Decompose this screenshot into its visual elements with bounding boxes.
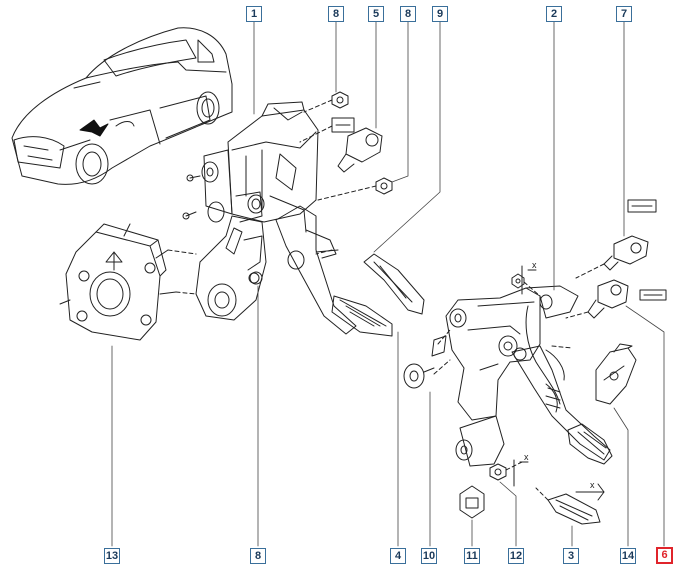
nut-12 xyxy=(489,463,507,481)
clutch-switch xyxy=(603,199,657,271)
callout-13: 13 xyxy=(104,548,120,564)
callout-1: 1 xyxy=(246,6,262,22)
clutch-pedal-bracket xyxy=(445,285,579,467)
vehicle-illustration xyxy=(11,27,233,185)
callout-14: 14 xyxy=(620,548,636,564)
callout-8-bottom: 8 xyxy=(250,548,266,564)
callout-6-highlighted[interactable]: 6 xyxy=(656,547,673,564)
callout-8-top: 8 xyxy=(328,6,344,22)
pivot-pin xyxy=(403,335,447,389)
nut-top xyxy=(331,91,349,109)
brake-pedal-arm xyxy=(275,205,357,335)
clutch-position-sensor xyxy=(595,343,637,405)
nut-lower xyxy=(249,271,263,285)
location-arrow-icon xyxy=(79,119,109,137)
dimension-marks xyxy=(513,265,605,501)
pedal-pad-rubber xyxy=(547,493,601,525)
dimension-mark-x-bottom: x xyxy=(590,480,595,490)
callout-12: 12 xyxy=(508,548,524,564)
spacer-bushing xyxy=(459,485,485,519)
brake-switch xyxy=(331,117,383,173)
nut-middle xyxy=(375,177,393,195)
callout-2: 2 xyxy=(546,6,562,22)
pedal-box-assembly xyxy=(182,101,319,321)
brake-light-switch xyxy=(587,279,667,319)
nut-right-top xyxy=(511,273,525,289)
pedal-rubber xyxy=(363,253,425,315)
clutch-pedal-pad xyxy=(567,423,613,465)
callout-3: 3 xyxy=(563,548,579,564)
pedal-pad xyxy=(331,295,393,337)
callout-11: 11 xyxy=(464,548,480,564)
dimension-mark-x-top: x xyxy=(532,260,537,270)
callout-5: 5 xyxy=(368,6,384,22)
callout-7: 7 xyxy=(616,6,632,22)
clutch-pedal-arm xyxy=(511,305,611,461)
callout-9: 9 xyxy=(432,6,448,22)
callout-10: 10 xyxy=(421,548,437,564)
callout-4: 4 xyxy=(390,548,406,564)
bulkhead-adapter-plate xyxy=(59,223,177,341)
dimension-mark-x-middle: x xyxy=(524,452,529,462)
callout-8-middle: 8 xyxy=(400,6,416,22)
